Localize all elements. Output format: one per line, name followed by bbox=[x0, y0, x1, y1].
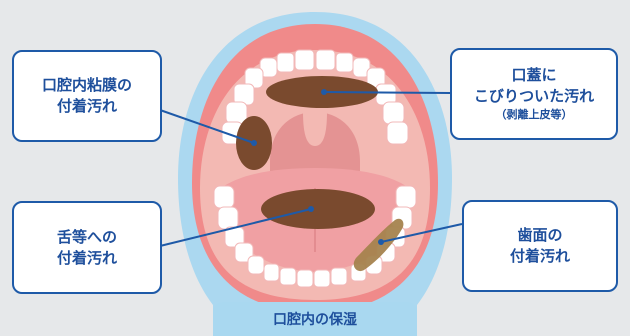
callout-palate-stain: 口蓋に こびりついた汚れ （剥離上皮等） bbox=[450, 48, 618, 140]
callout-tongue-stain: 舌等への 付着汚れ bbox=[12, 201, 162, 294]
callout-teeth-line-1: 歯面の bbox=[517, 225, 562, 246]
tooth-lower-incisor-4 bbox=[331, 268, 347, 285]
callout-teeth-stain: 歯面の 付着汚れ bbox=[462, 200, 618, 292]
callout-palate-line-1: 口蓋に bbox=[511, 65, 556, 86]
leader-dot-tongue bbox=[308, 206, 314, 212]
tooth-lower-lateral-left bbox=[264, 264, 279, 281]
tooth-upper-incisor-right bbox=[316, 50, 335, 70]
tooth-upper-lateral-left bbox=[277, 53, 294, 72]
tooth-lower-incisor-3 bbox=[314, 270, 330, 287]
tongue-stain bbox=[261, 189, 375, 229]
callout-mucosa-line-2: 付着汚れ bbox=[57, 96, 117, 117]
leader-dot-palate bbox=[321, 89, 327, 95]
callout-palate-line-2: こびりついた汚れ bbox=[474, 86, 594, 107]
leader-dot-teeth bbox=[378, 239, 384, 245]
tooth-lower-incisor-1 bbox=[280, 268, 296, 285]
moisture-label: 口腔内の保湿 bbox=[213, 302, 417, 336]
callout-palate-line-3: （剥離上皮等） bbox=[496, 107, 573, 123]
tooth-upper-molar-2-right bbox=[387, 122, 408, 144]
tooth-lower-incisor-2 bbox=[297, 270, 313, 287]
callout-mucosa-stain: 口腔内粘膜の 付着汚れ bbox=[12, 50, 162, 142]
tooth-lower-molar-2-right bbox=[396, 186, 416, 208]
leader-dot-mucosa bbox=[251, 140, 257, 146]
leader-line-palate bbox=[324, 92, 450, 93]
tooth-lower-canine-left bbox=[248, 256, 264, 274]
callout-tongue-line-1: 舌等への bbox=[57, 227, 117, 248]
callout-mucosa-line-1: 口腔内粘膜の bbox=[42, 75, 132, 96]
tooth-upper-incisor-left bbox=[295, 50, 314, 70]
tooth-upper-molar-1-left bbox=[226, 102, 247, 124]
tooth-lower-molar-1-left bbox=[218, 207, 238, 229]
tooth-upper-molar-1-right bbox=[383, 102, 404, 124]
tooth-lower-molar-2-left bbox=[214, 186, 234, 208]
tooth-upper-lateral-right bbox=[336, 53, 353, 72]
callout-tongue-line-2: 付着汚れ bbox=[57, 248, 117, 269]
callout-teeth-line-2: 付着汚れ bbox=[510, 246, 570, 267]
